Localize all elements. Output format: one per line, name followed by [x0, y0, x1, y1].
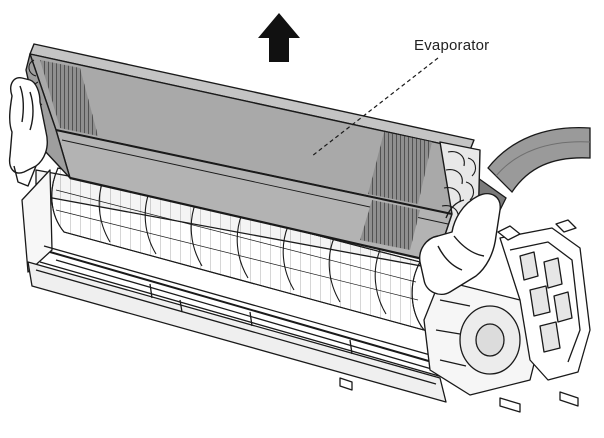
evaporator-leader-line — [311, 57, 439, 157]
lift-direction-arrow-icon — [258, 13, 300, 62]
left-hand — [8, 77, 48, 187]
side-bracket — [497, 219, 591, 381]
evaporator-label: Evaporator — [414, 37, 490, 54]
right-hand — [419, 192, 501, 296]
fan-motor-housing — [423, 279, 541, 396]
evaporator-coil — [25, 43, 481, 264]
